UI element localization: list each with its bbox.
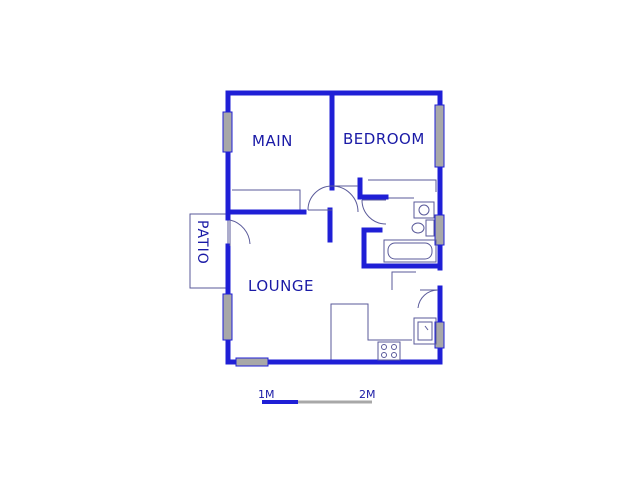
doors	[229, 185, 439, 309]
bath-icon	[383, 239, 437, 263]
window-icon	[222, 111, 233, 153]
scale-bar: 1M 2M	[258, 388, 376, 404]
door-swing-icon	[307, 185, 333, 211]
scale-label-end: 2M	[359, 388, 376, 401]
window-icon	[434, 321, 445, 349]
stove-icon	[377, 341, 401, 361]
window-icon	[235, 357, 269, 367]
door-swing-icon	[361, 199, 387, 225]
basin-icon	[413, 201, 435, 219]
bedroom-cupboard	[368, 179, 437, 192]
windows	[222, 104, 445, 367]
window-icon	[434, 214, 445, 246]
main-cupboard	[232, 189, 301, 212]
room-label-bedroom: BEDROOM	[343, 130, 425, 148]
detail-lines	[189, 179, 437, 360]
sink-icon	[413, 317, 437, 345]
toilet-icon	[411, 219, 435, 237]
kitchen-counter	[330, 303, 412, 360]
door-swing-icon	[331, 185, 359, 213]
passage-counter	[391, 271, 416, 290]
scale-label-start: 1M	[258, 388, 275, 401]
room-label-patio: PATIO	[194, 220, 210, 265]
window-icon	[434, 104, 445, 168]
room-label-lounge: LOUNGE	[248, 277, 314, 295]
door-swing-icon	[417, 289, 439, 309]
fixtures	[377, 201, 437, 361]
room-label-main: MAIN	[252, 132, 293, 150]
window-icon	[222, 293, 233, 341]
door-swing-icon	[229, 219, 251, 246]
